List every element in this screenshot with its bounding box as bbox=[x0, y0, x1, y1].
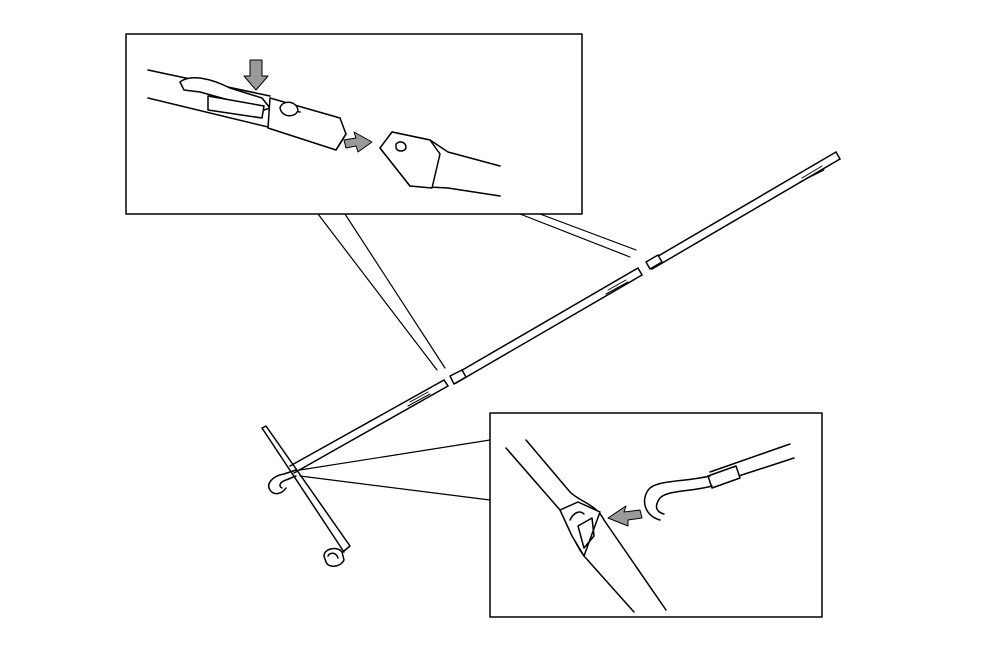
left-arrow-icon bbox=[607, 505, 643, 527]
top-callout-lines bbox=[317, 213, 637, 371]
down-arrow-icon bbox=[243, 59, 269, 91]
bottom-callout-lines bbox=[299, 439, 491, 501]
extension-rod bbox=[289, 151, 841, 474]
top-inset-rod-connection bbox=[125, 33, 583, 215]
bottom-inset-hook-connection bbox=[489, 412, 823, 618]
hook bbox=[268, 469, 297, 495]
lug-wrench-handle bbox=[261, 425, 351, 567]
right-arrow-icon bbox=[343, 131, 373, 153]
